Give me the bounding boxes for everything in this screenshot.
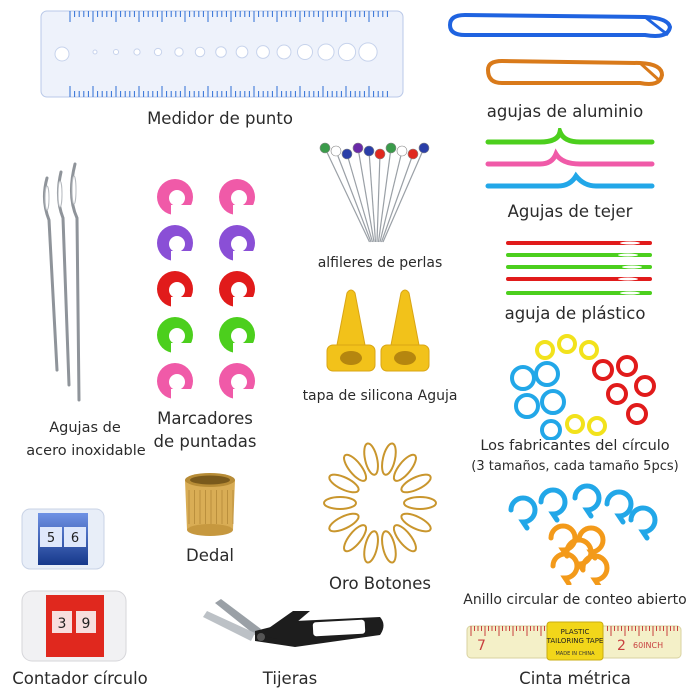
label-open-count-rings: Anillo circular de conteo abierto <box>463 592 687 608</box>
label-aluminum-needles: agujas de aluminio <box>486 102 644 121</box>
tape-number-right: 2 <box>617 638 626 654</box>
label-steel-needles-1: Agujas de <box>49 420 121 436</box>
label-stitch-markers-2: de puntadas <box>153 432 257 451</box>
label-plastic-needles: aguja de plástico <box>504 304 646 323</box>
ring-makers-image <box>510 334 656 440</box>
tape-brand-2: TAILORING TAPE <box>546 637 604 645</box>
label-stitch-gauge: Medidor de punto <box>147 109 293 128</box>
label-row-counter: Contador círculo <box>12 669 148 688</box>
counter-digit-9: 9 <box>82 616 91 632</box>
label-steel-needles-2: acero inoxidable <box>26 443 146 459</box>
label-stitch-markers-1: Marcadores <box>157 409 253 428</box>
tape-inch: 60INCH <box>633 641 663 650</box>
counter-digit-5: 5 <box>47 531 55 546</box>
counter-digit-3: 3 <box>58 616 67 632</box>
pearl-pins-image <box>319 142 430 243</box>
label-cable-needles: Agujas de tejer <box>507 202 633 221</box>
counter-digit-6: 6 <box>71 531 79 546</box>
open-count-rings-image <box>508 483 658 585</box>
tape-made-in: MADE IN CHINA <box>555 651 595 657</box>
cable-needles-image <box>485 128 655 189</box>
label-silicone-caps: tapa de silicona Aguja <box>302 388 458 404</box>
label-ring-makers-2: (3 tamaños, cada tamaño 5pcs) <box>471 459 679 474</box>
label-pearl-pins: alfileres de perlas <box>317 255 443 271</box>
tape-brand-1: PLASTIC <box>561 628 590 636</box>
row-counter-red-image: 3 9 <box>21 590 127 662</box>
label-thimble: Dedal <box>185 546 235 565</box>
row-counter-blue-image: 5 6 <box>21 508 105 570</box>
label-tape-measure: Cinta métrica <box>519 669 631 688</box>
stitch-markers-image <box>157 179 255 399</box>
steel-needles-image <box>42 162 81 402</box>
thread-scissors-image <box>203 599 384 647</box>
aluminum-needles-image <box>447 12 673 86</box>
plastic-needles-image <box>506 241 652 295</box>
thimble-image <box>185 473 235 536</box>
stitch-gauge-image <box>40 10 404 98</box>
tape-measure-image: PLASTIC TAILORING TAPE MADE IN CHINA 7 2… <box>466 621 682 661</box>
silicone-caps-image <box>326 289 430 372</box>
label-scissors: Tijeras <box>262 669 318 688</box>
gold-safety-pins-image <box>323 442 437 564</box>
label-ring-makers-1: Los fabricantes del círculo <box>480 438 670 454</box>
label-gold-buttons: Oro Botones <box>329 574 431 593</box>
tape-number-left: 7 <box>477 638 486 654</box>
